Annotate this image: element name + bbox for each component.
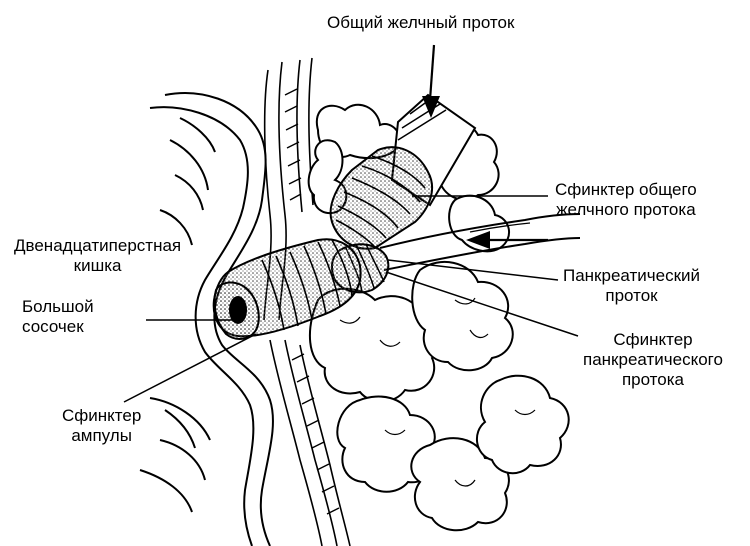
bile-duct-sphincter bbox=[329, 146, 434, 250]
major-papilla bbox=[213, 281, 260, 340]
label-duodenum: Двенадцатиперстная кишка bbox=[14, 236, 182, 275]
label-ampulla-sphincter: Сфинктер ампулы bbox=[62, 406, 142, 445]
label-pancreatic-duct: Панкреатический проток bbox=[563, 266, 701, 305]
label-pancreatic-sphincter: Сфинктер панкреатического протока bbox=[583, 330, 723, 389]
label-common-bile-duct: Общий желчный проток bbox=[327, 13, 515, 32]
label-major-papilla: Большой сосочек bbox=[22, 297, 94, 336]
pancreas-lobules bbox=[307, 103, 570, 532]
leader-ampulla-sphincter bbox=[123, 333, 257, 403]
pancreas-texture bbox=[339, 297, 536, 487]
pancreatic-duct-arrow bbox=[466, 231, 548, 249]
label-bile-duct-sphincter: Сфинктер общего желчного протока bbox=[555, 180, 697, 219]
leader-pancreatic-duct bbox=[387, 259, 559, 281]
leader-pancreatic-sphincter bbox=[385, 271, 579, 337]
common-bile-duct-arrow bbox=[422, 44, 440, 118]
leader-lines bbox=[123, 195, 579, 403]
wall-hatching bbox=[284, 88, 340, 515]
